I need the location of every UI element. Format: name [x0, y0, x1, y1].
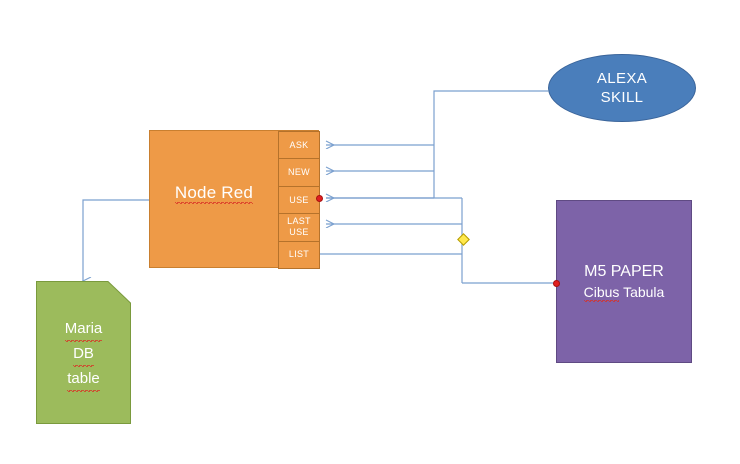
alexa-skill-line1: ALEXA: [596, 70, 648, 87]
node-alexa-skill[interactable]: ALEXA SKILL: [548, 54, 696, 122]
node-m5-paper[interactable]: M5 PAPER Cibus Tabula: [556, 200, 692, 363]
node-red-port-list[interactable]: LIST: [278, 240, 320, 270]
m5-paper-subtitle: Cibus Tabula: [557, 283, 691, 302]
maria-db-line1: Maria: [64, 317, 103, 342]
m5-paper-subtitle-part1: Cibus: [583, 284, 620, 302]
port-last-use-label-line2: USE: [289, 227, 309, 238]
port-use-label: USE: [289, 194, 309, 205]
maria-db-line2: DB: [73, 342, 94, 367]
connector-endpoint-dot-m5[interactable]: [553, 280, 560, 287]
m5-paper-title: M5 PAPER: [584, 263, 664, 280]
node-red-port-use[interactable]: USE: [278, 185, 320, 215]
maria-db-line3: table: [67, 367, 100, 392]
node-red-port-ask[interactable]: ASK: [278, 131, 320, 160]
node-red-port-column: ASK NEW USE LAST USE LIST: [278, 131, 320, 270]
wire-node-red-to-mariadb: [83, 199, 149, 281]
node-maria-db[interactable]: Maria DB table: [36, 281, 131, 424]
connector-endpoint-dot-use[interactable]: [316, 195, 323, 202]
wire-alexa-trunk: [433, 90, 548, 198]
node-node-red[interactable]: Node Red ASK NEW USE LAST USE LIST: [149, 130, 320, 270]
node-red-port-new[interactable]: NEW: [278, 158, 320, 187]
node-red-label-text: Node Red: [174, 183, 254, 204]
port-last-use-label-line1: LAST: [287, 216, 311, 227]
maria-db-label: Maria DB table: [36, 317, 131, 392]
port-list-label: LIST: [288, 249, 310, 260]
node-red-label: Node Red: [150, 183, 278, 204]
node-red-port-last-use[interactable]: LAST USE: [278, 213, 320, 242]
port-ask-label: ASK: [289, 139, 309, 150]
port-new-label: NEW: [288, 167, 310, 178]
m5-paper-subtitle-part2: Tabula: [623, 284, 665, 300]
alexa-skill-line2: SKILL: [600, 89, 644, 106]
